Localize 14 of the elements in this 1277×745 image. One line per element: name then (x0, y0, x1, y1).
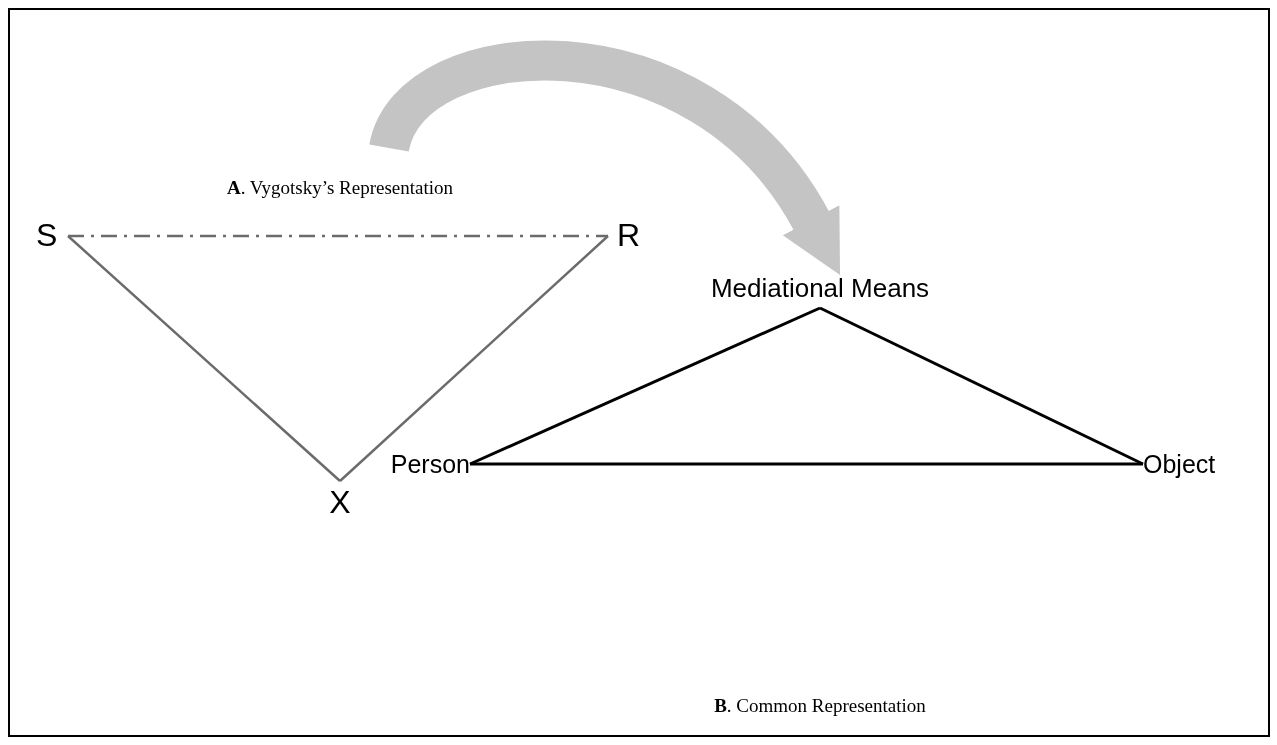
connector-line (470, 462, 1143, 466)
caption-text: A. Vygotsky’s Representation (225, 176, 455, 200)
connector-line (67, 235, 341, 482)
node-label: Object (1143, 448, 1235, 480)
connector-line (819, 306, 1144, 466)
node-label: Person (380, 448, 470, 480)
connector-line (339, 235, 609, 482)
caption-text: B. Common Representation (713, 694, 927, 718)
connector-line (68, 234, 608, 238)
node-label: S (36, 214, 68, 256)
node-label: Mediational Means (680, 268, 960, 308)
node-label: R (608, 214, 640, 256)
connector-line (469, 306, 821, 466)
node-label: X (324, 481, 356, 523)
